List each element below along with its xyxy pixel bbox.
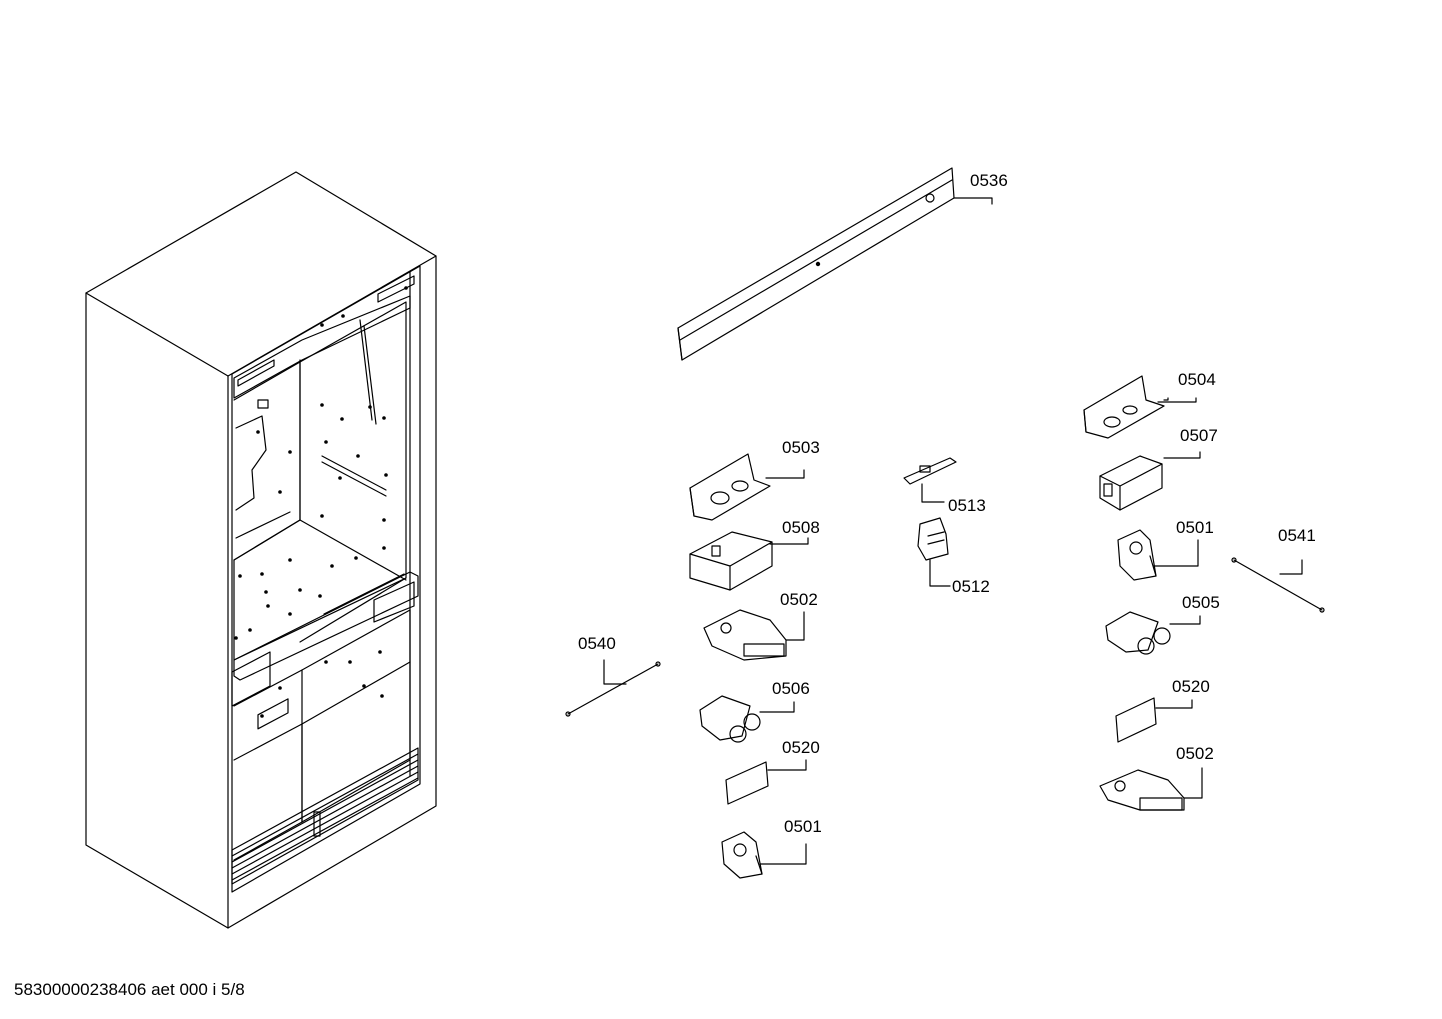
callout-0507: 0507 — [1180, 426, 1218, 445]
callout-0520-left: 0520 — [782, 738, 820, 757]
part-0512-clip — [918, 518, 950, 586]
part-0520-pad-left — [726, 760, 806, 804]
callout-0513: 0513 — [948, 496, 986, 515]
callout-0502-left: 0502 — [780, 590, 818, 609]
part-0508-hinge-housing — [690, 532, 808, 590]
callout-0541: 0541 — [1278, 526, 1316, 545]
part-0502-hinge-lower-left — [704, 610, 804, 660]
callout-labels: 0536 0504 0503 0507 0513 0508 0501 0541 … — [578, 171, 1316, 836]
cabinet-screw-holes — [234, 286, 408, 718]
callout-0512: 0512 — [952, 577, 990, 596]
part-0506-hinge-pins — [700, 696, 794, 742]
callout-0540: 0540 — [578, 634, 616, 653]
callout-0536: 0536 — [970, 171, 1008, 190]
part-0501-hinge-upper — [1118, 530, 1198, 580]
part-0503-hinge-bracket — [690, 454, 804, 520]
callout-0504: 0504 — [1178, 370, 1216, 389]
callout-0520-right: 0520 — [1172, 677, 1210, 696]
refrigerator-cabinet — [86, 172, 436, 928]
callout-0501-upper: 0501 — [1176, 518, 1214, 537]
part-0502-hinge-lower-right — [1100, 768, 1202, 810]
document-reference-footer: 58300000238406 aet 000 i 5/8 — [14, 980, 245, 999]
part-0536-mounting-strip — [678, 168, 992, 360]
callout-0503: 0503 — [782, 438, 820, 457]
callout-0506: 0506 — [772, 679, 810, 698]
part-0541-pin — [1232, 558, 1324, 612]
part-0513-plate — [904, 458, 956, 502]
part-0504-hinge-bracket — [1084, 376, 1196, 438]
part-0520-pad-right — [1116, 698, 1192, 742]
part-0540-pin — [566, 660, 660, 716]
callout-0508: 0508 — [782, 518, 820, 537]
callout-0501-lower: 0501 — [784, 817, 822, 836]
part-0501-hinge-lower — [722, 832, 806, 878]
part-0507-hinge-housing — [1100, 452, 1200, 510]
callout-0502-right: 0502 — [1176, 744, 1214, 763]
callout-0505: 0505 — [1182, 593, 1220, 612]
part-0505-hinge-pins — [1106, 612, 1200, 654]
